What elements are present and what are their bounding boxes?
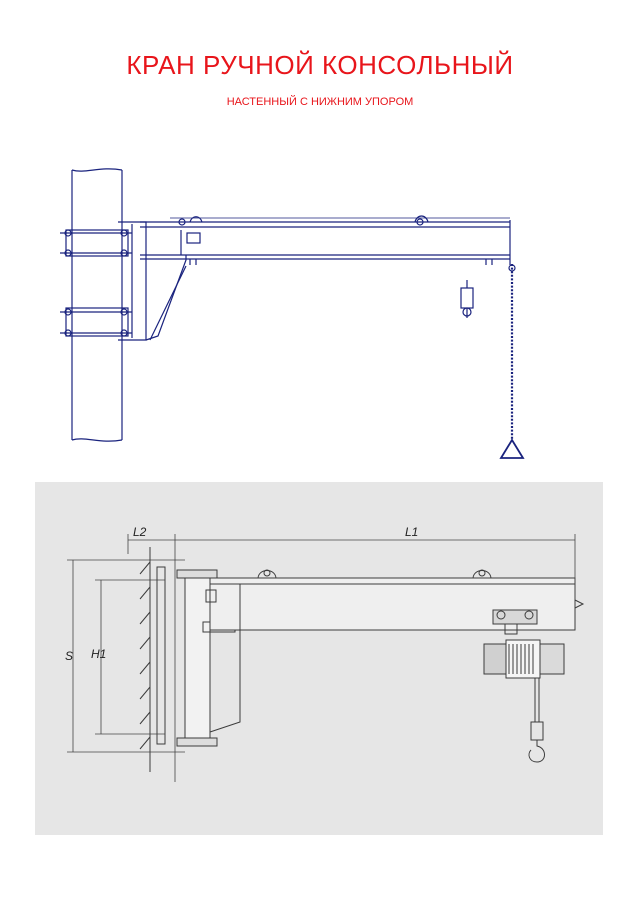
wall-clamp-upper — [60, 229, 132, 257]
page-subtitle: НАСТЕННЫЙ С НИЖНИМ УПОРОМ — [226, 96, 414, 108]
jib-arm — [140, 221, 510, 260]
wall-clamp-lower — [60, 307, 132, 337]
label-h1: H1 — [91, 647, 106, 661]
electric-hoist — [483, 609, 565, 763]
mounting-bracket — [118, 221, 147, 341]
wall-hatching — [139, 547, 151, 772]
label-l2: L2 — [133, 525, 147, 539]
wall-column — [71, 170, 123, 440]
chain-pull-handle — [499, 438, 525, 459]
crane-drawing-side-view — [40, 140, 538, 465]
page-title: КРАН РУЧНОЙ КОНСОЛЬНЫЙ — [126, 50, 514, 80]
label-l1: L1 — [405, 525, 418, 539]
diagonal-brace — [145, 255, 187, 341]
crane-drawing-dimensioned: L1 L2 H1 S — [35, 482, 603, 835]
label-s: S — [65, 649, 73, 663]
